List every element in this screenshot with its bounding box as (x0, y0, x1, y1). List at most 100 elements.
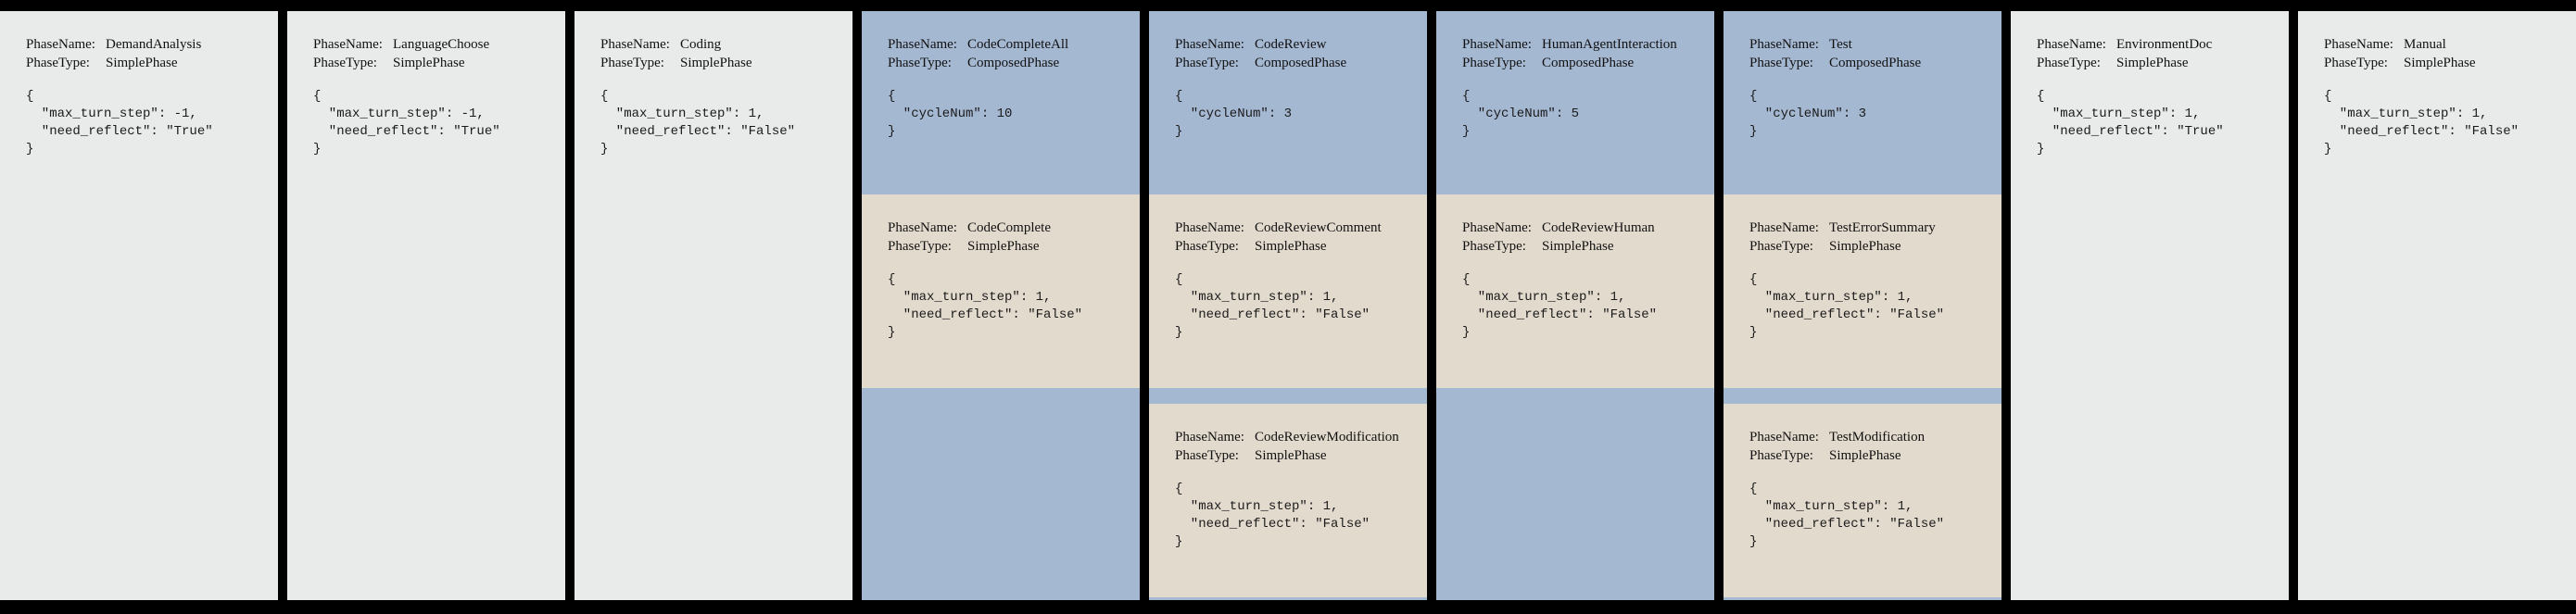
phase-config-json: { "max_turn_step": -1, "need_reflect": "… (313, 89, 500, 157)
phase-type-row: PhaseType:SimplePhase (888, 237, 1140, 256)
phase-name-label: PhaseName: (600, 37, 670, 52)
phase-type-label: PhaseType: (1749, 448, 1813, 463)
phase-config-json: { "max_turn_step": -1, "need_reflect": "… (26, 89, 213, 157)
phase-name-label: PhaseName: (26, 37, 95, 52)
phase-name-row: PhaseName: CodeComplete (888, 219, 1140, 237)
sub-phase-divider (1724, 388, 2001, 404)
phase-name-row: PhaseName: CodeReview (1175, 35, 1427, 54)
phase-name-value: Coding (680, 37, 722, 52)
phase-name-row: PhaseName:CodeReviewHuman (1462, 219, 1714, 237)
composed-phase-filler (862, 388, 1140, 600)
phase-name-label: PhaseName: (1462, 37, 1532, 52)
phase-name-value: Manual (2404, 37, 2446, 52)
phase-type-label: PhaseType: (1462, 56, 1526, 70)
sub-phase-divider (1149, 388, 1427, 404)
phase-config-json: { "max_turn_step": 1, "need_reflect": "F… (2324, 89, 2519, 157)
phase-type-row: PhaseType:ComposedPhase (1749, 54, 2001, 72)
phase-type-label: PhaseType: (313, 56, 377, 70)
phase-type-row: PhaseType: ComposedPhase (1175, 54, 1427, 72)
phase-name-label: PhaseName: (888, 37, 957, 52)
phase-type-value: ComposedPhase (1542, 56, 1635, 70)
phase-type-label: PhaseType: (888, 56, 952, 70)
phase-type-label: PhaseType: (2324, 56, 2388, 70)
phase-name-label: PhaseName: (1175, 37, 1244, 52)
phase-type-row: PhaseType: SimplePhase (26, 54, 278, 72)
phase-name-value: LanguageChoose (393, 37, 490, 52)
phase-name-label: PhaseName: (1749, 37, 1819, 52)
phase-name-row: PhaseName: CodeCompleteAll (888, 35, 1140, 54)
composed-phase-filler (1724, 597, 2001, 600)
phase-name-label: PhaseName: (1749, 220, 1819, 235)
phase-config-json: { "max_turn_step": 1, "need_reflect": "F… (1175, 272, 1370, 340)
phase-type-value: SimplePhase (2116, 56, 2189, 70)
phase-config-json: { "cycleNum": 3 } (1175, 89, 1293, 139)
phase-name-value: HumanAgentInteraction (1542, 37, 1677, 52)
phase-name-row: PhaseName: DemandAnalysis (26, 35, 278, 54)
phase-name-label: PhaseName: (888, 220, 957, 235)
phase-name-value: DemandAnalysis (106, 37, 202, 52)
phase-type-label: PhaseType: (1462, 239, 1526, 254)
phase-type-label: PhaseType: (888, 239, 952, 254)
phase-config-json: { "cycleNum": 5 } (1462, 89, 1580, 139)
phase-name-row: PhaseName:CodeReviewModification (1175, 428, 1427, 446)
phase-type-label: PhaseType: (600, 56, 664, 70)
phase-type-value: SimplePhase (1255, 448, 1327, 463)
phase-type-value: SimplePhase (106, 56, 178, 70)
phase-type-value: SimplePhase (2404, 56, 2476, 70)
phase-name-value: CodeReview (1255, 37, 1327, 52)
phase-type-value: SimplePhase (393, 56, 465, 70)
phase-config-json: { "max_turn_step": 1, "need_reflect": "F… (1749, 482, 1945, 549)
phase-type-label: PhaseType: (2037, 56, 2101, 70)
phase-type-row: PhaseType: SimplePhase (313, 54, 565, 72)
phase-type-label: PhaseType: (1749, 239, 1813, 254)
phase-type-value: ComposedPhase (1255, 56, 1347, 70)
phase-name-value: CodeCompleteAll (967, 37, 1069, 52)
phase-type-label: PhaseType: (1175, 56, 1239, 70)
phase-name-row: PhaseName:Test (1749, 35, 2001, 54)
phase-config-json: { "max_turn_step": 1, "need_reflect": "F… (1749, 272, 1945, 340)
phase-name-value: TestErrorSummary (1829, 220, 1936, 235)
phase-name-value: CodeComplete (967, 220, 1051, 235)
phase-type-label: PhaseType: (26, 56, 90, 70)
phase-name-value: CodeReviewHuman (1542, 220, 1655, 235)
phase-type-value: ComposedPhase (1829, 56, 1922, 70)
phase-config-json: { "cycleNum": 3 } (1749, 89, 1867, 139)
phase-name-label: PhaseName: (1175, 430, 1244, 445)
composed-phase-filler (1436, 388, 1714, 600)
